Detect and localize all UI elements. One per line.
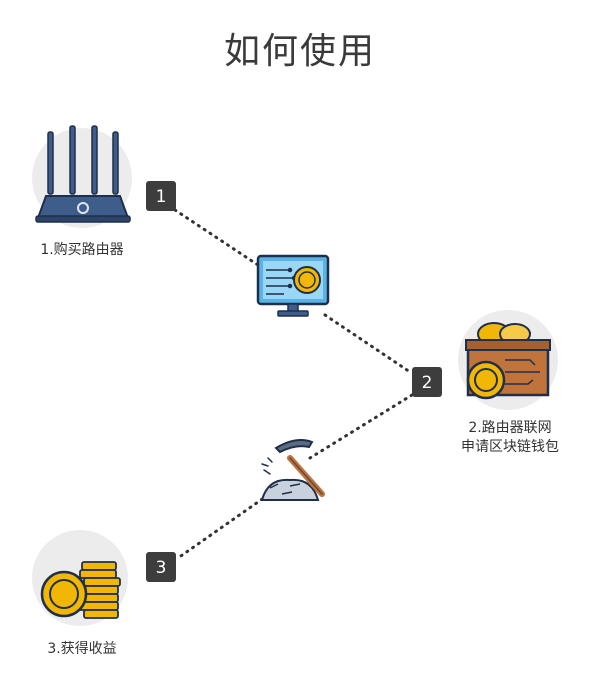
connector-3 bbox=[308, 393, 414, 460]
pickaxe-mining-icon bbox=[260, 439, 325, 501]
step-badge-2: 2 bbox=[412, 367, 442, 397]
connector-1 bbox=[173, 208, 260, 267]
step-2-label: 2.路由器联网 申请区块链钱包 bbox=[440, 419, 580, 457]
step-badge-1-number: 1 bbox=[156, 187, 167, 207]
treasure-chest-icon bbox=[458, 310, 558, 410]
step-2-label-line2: 申请区块链钱包 bbox=[461, 439, 559, 455]
page-title: 如何使用 bbox=[223, 31, 376, 72]
step-badge-3-number: 3 bbox=[156, 558, 167, 578]
step-badge-1: 1 bbox=[146, 181, 176, 211]
step-2-label-line1: 2.路由器联网 bbox=[468, 420, 552, 436]
step-3-label: 3.获得收益 bbox=[47, 641, 117, 657]
connector-4 bbox=[176, 493, 270, 560]
monitor-coin-icon bbox=[256, 254, 330, 317]
coin-stack-icon bbox=[32, 530, 128, 626]
router-icon bbox=[32, 125, 132, 228]
step-badge-3: 3 bbox=[146, 552, 176, 582]
step-1-label: 1.购买路由器 bbox=[40, 242, 124, 258]
step-badge-2-number: 2 bbox=[422, 373, 433, 393]
connector-2 bbox=[323, 313, 412, 374]
